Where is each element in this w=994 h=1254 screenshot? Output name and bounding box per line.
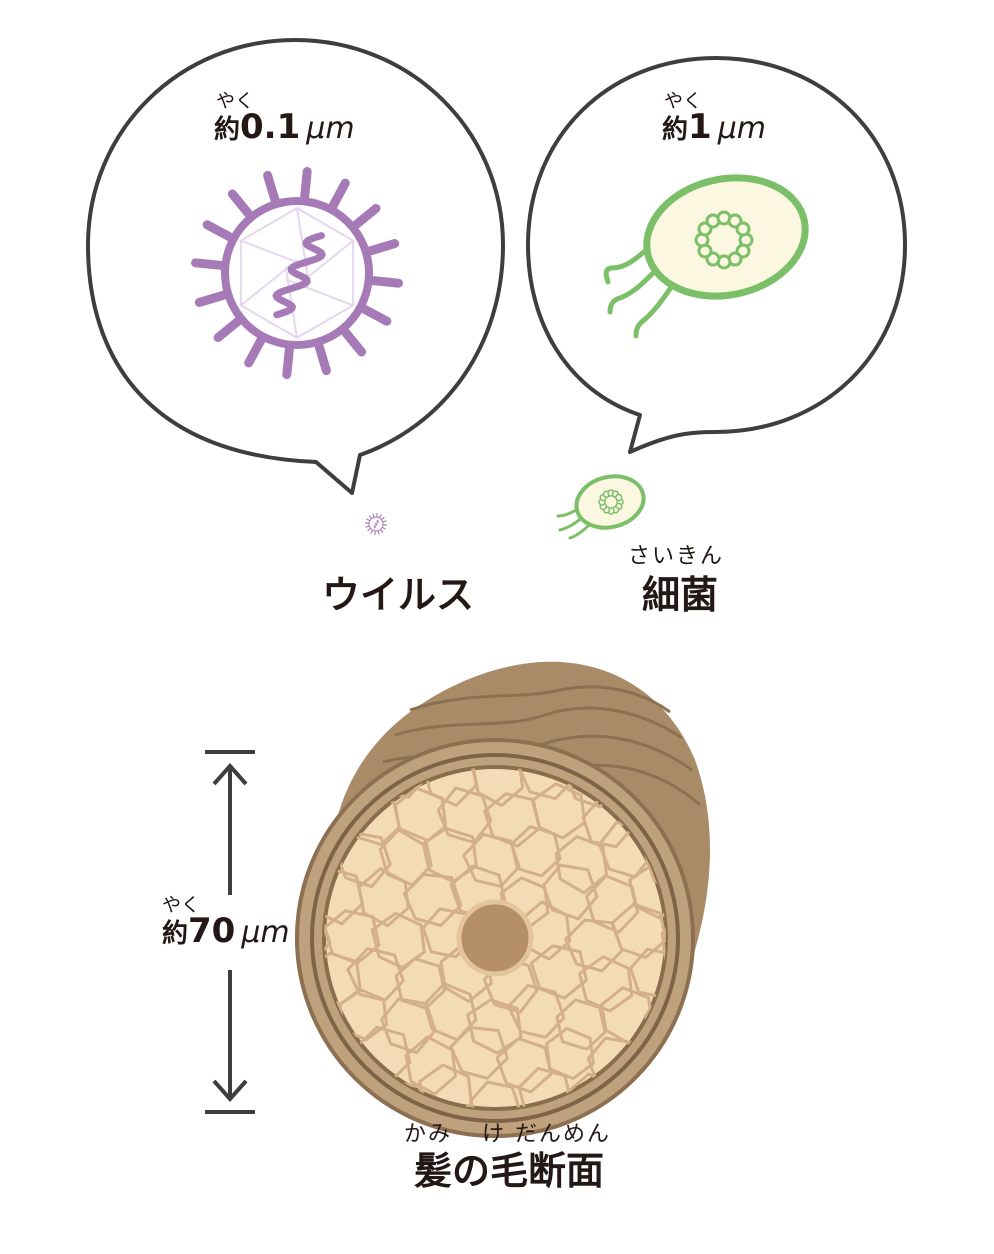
double-arrow-icon bbox=[205, 750, 255, 1114]
hair-size-value: 70 bbox=[188, 911, 236, 951]
bacteria-icon bbox=[603, 174, 809, 339]
virus-size-value: 0.1 bbox=[240, 107, 301, 147]
hair-caption-reading-1: かみ bbox=[404, 1122, 453, 1147]
virus-caption: ウイルス bbox=[322, 573, 475, 617]
bacteria-size-prefix: 約 bbox=[662, 115, 689, 145]
hair-caption: 髪の毛断面 bbox=[414, 1149, 605, 1193]
hair-cross-section-icon bbox=[295, 661, 710, 1138]
hair-size-prefix: 約 bbox=[162, 919, 189, 949]
bacteria-caption: 細菌 bbox=[642, 573, 719, 617]
virus-small-icon bbox=[364, 512, 388, 536]
bacteria-size-value: 1 bbox=[688, 107, 712, 147]
virus-size-reading: やく bbox=[216, 90, 255, 112]
bacteria-small-icon bbox=[556, 474, 646, 540]
bacteria-size-unit: μm bbox=[717, 111, 766, 146]
virus-size-prefix: 約 bbox=[214, 115, 241, 145]
hair-size-unit: μm bbox=[241, 915, 290, 950]
virus-icon bbox=[191, 167, 403, 379]
hair-caption-reading-2: け だんめん bbox=[482, 1122, 611, 1147]
virus-size-unit: μm bbox=[306, 111, 355, 146]
bacteria-caption-reading: さいきん bbox=[628, 544, 725, 569]
hair-size-reading: やく bbox=[162, 894, 201, 916]
bacteria-size-reading: やく bbox=[664, 90, 703, 112]
